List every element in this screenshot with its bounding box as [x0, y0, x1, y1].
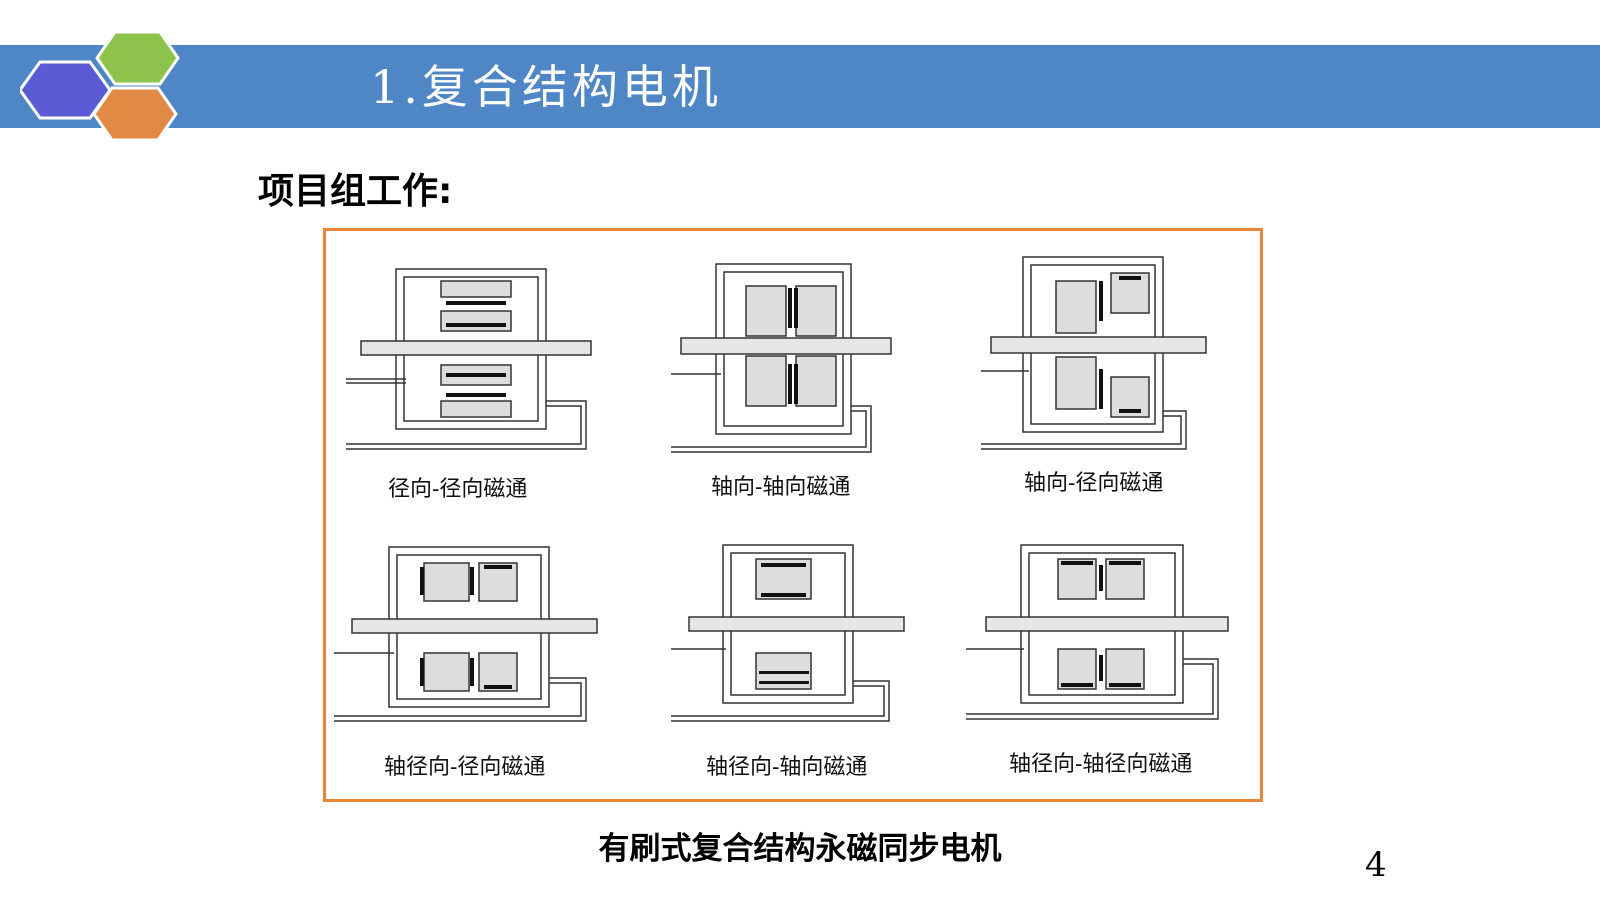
hex-orange [92, 86, 178, 142]
hex-blue [20, 60, 112, 120]
diagram-caption: 轴径向-径向磁通 [384, 755, 546, 780]
motor-diagram-axial-radial-axial-radial [966, 544, 1229, 720]
motor-diagram-axial-radial-radial [334, 546, 598, 722]
motor-diagram-axial-radial-axial [671, 544, 905, 722]
hexagon-logo-icon [20, 30, 180, 142]
motor-diagram-radial-radial [346, 268, 592, 450]
diagram-caption: 轴向-轴向磁通 [711, 475, 851, 500]
motor-diagram-axial-axial [671, 263, 892, 453]
figure-caption: 有刷式复合结构永磁同步电机 [598, 831, 1002, 867]
diagram-caption: 轴径向-轴向磁通 [706, 755, 868, 780]
page-number: 4 [1365, 845, 1387, 885]
figure-frame: 径向-径向磁通 轴向-轴向磁通 [323, 228, 1263, 802]
section-heading: 项目组工作: [258, 171, 453, 212]
slide-title: 1.复合结构电机 [370, 60, 722, 114]
diagram-caption: 轴向-径向磁通 [1024, 471, 1164, 496]
diagram-caption: 轴径向-轴径向磁通 [1009, 752, 1193, 777]
hex-green [95, 30, 180, 86]
motor-diagram-axial-radial [981, 256, 1207, 450]
header-band [0, 45, 1600, 128]
diagram-caption: 径向-径向磁通 [388, 477, 528, 502]
